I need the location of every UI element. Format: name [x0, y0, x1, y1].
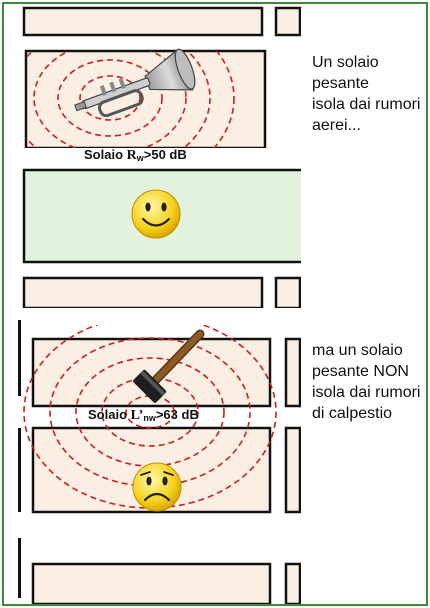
wall-block — [284, 426, 302, 514]
sad-face-icon — [132, 462, 182, 512]
wall-block — [274, 6, 302, 37]
hammer-icon — [133, 329, 205, 403]
source-room — [24, 49, 267, 150]
wall-edge — [18, 428, 21, 512]
top-caption: Un solaio pesante isola dai rumori aerei… — [312, 54, 421, 134]
wall-edge — [18, 538, 21, 598]
bottom-caption: ma un solaio pesante NON isola dai rumor… — [312, 342, 421, 422]
top-slab-label: Solaio Rw>50 dB — [84, 147, 187, 163]
wall-block — [274, 276, 302, 310]
slab — [24, 148, 300, 160]
bottom-slab-label: Solaio L’nw>63 dB — [88, 407, 199, 423]
wall-block — [22, 276, 264, 310]
wall-block — [284, 337, 302, 408]
wall-block — [31, 562, 272, 606]
sound-waves — [26, 51, 235, 148]
happy-face-icon — [131, 189, 181, 239]
trumpet-icon — [74, 48, 196, 118]
wall-block — [284, 562, 302, 606]
wall-block — [22, 6, 264, 37]
wall-edge — [18, 320, 21, 396]
